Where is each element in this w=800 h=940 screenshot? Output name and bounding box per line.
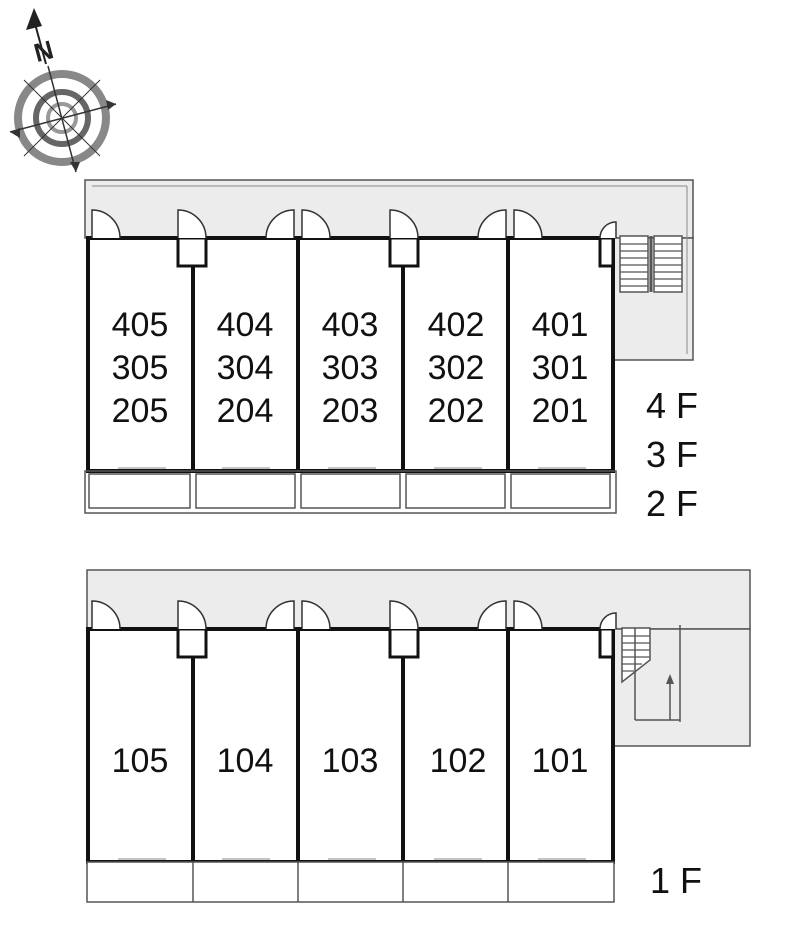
unit-label: 102 [430, 742, 487, 780]
unit-label: 404 [217, 306, 274, 344]
lower-balconies [86, 861, 615, 903]
upper-units-outline [86, 236, 615, 473]
unit-label: 305 [112, 349, 169, 387]
upper-stairs-icon [619, 235, 683, 293]
lower-units-outline [86, 627, 615, 864]
upper-balconies [84, 470, 617, 514]
floor-label: 1 F [650, 860, 702, 901]
upper-unit-labels: 405 305 205 404 304 204 403 303 203 402 … [112, 306, 589, 430]
north-letter: N [31, 34, 57, 68]
lower-door-swings [91, 600, 617, 630]
unit-label: 105 [112, 742, 169, 780]
unit-label: 301 [532, 349, 589, 387]
unit-label: 201 [532, 392, 589, 430]
unit-label: 401 [532, 306, 589, 344]
upper-door-swings [91, 209, 617, 239]
lower-block: 105 104 103 102 101 1 F [86, 569, 751, 903]
unit-label: 103 [322, 742, 379, 780]
unit-label: 104 [217, 742, 274, 780]
upper-meter-boxes [176, 236, 615, 268]
unit-label: 205 [112, 392, 169, 430]
unit-label: 202 [428, 392, 485, 430]
floor-label: 3 F [646, 434, 698, 475]
upper-floor-labels: 4 F 3 F 2 F [646, 385, 698, 524]
unit-label: 403 [322, 306, 379, 344]
unit-label: 302 [428, 349, 485, 387]
north-arrow-icon [26, 8, 42, 30]
unit-label: 204 [217, 392, 274, 430]
lower-stairs-icon [621, 625, 681, 722]
floor-label: 2 F [646, 483, 698, 524]
upper-block: 405 305 205 404 304 204 403 303 203 402 … [84, 179, 698, 524]
lower-meter-boxes [176, 627, 615, 659]
unit-label: 203 [322, 392, 379, 430]
unit-label: 405 [112, 306, 169, 344]
unit-label: 402 [428, 306, 485, 344]
lower-unit-labels: 105 104 103 102 101 [112, 742, 589, 780]
unit-label: 101 [532, 742, 589, 780]
unit-label: 303 [322, 349, 379, 387]
floor-label: 4 F [646, 385, 698, 426]
unit-label: 304 [217, 349, 274, 387]
compass-rose-icon: N [9, 8, 117, 173]
